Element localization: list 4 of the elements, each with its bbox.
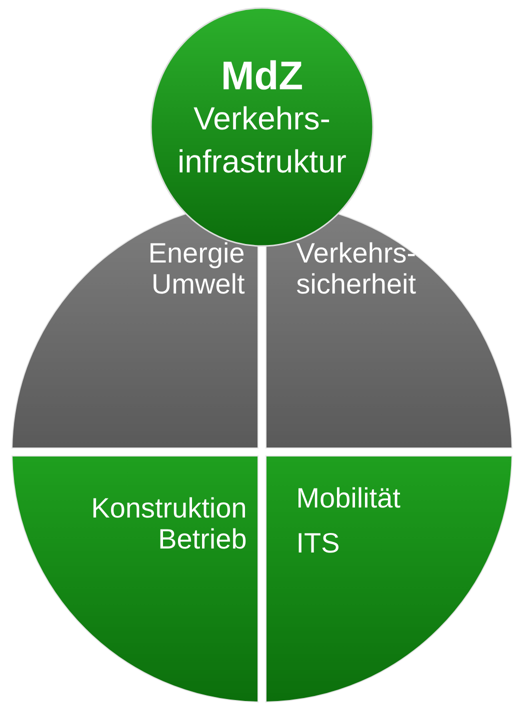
quadrant-segment: Mobilität ITS xyxy=(266,456,512,702)
quadrant-segment: Energie Umwelt xyxy=(12,202,258,448)
quadrant-segment: Konstruktion Betrieb xyxy=(12,456,258,702)
quadrant-segment: Verkehrs- sicherheit xyxy=(266,202,512,448)
